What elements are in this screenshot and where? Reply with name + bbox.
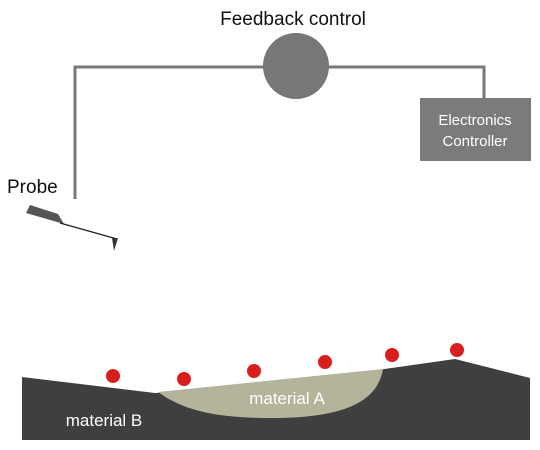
wire-right — [328, 65, 486, 98]
atom-dot-icon — [450, 343, 464, 357]
atom-dot-icon — [318, 355, 332, 369]
atom-dot-icon — [106, 369, 120, 383]
atom-dot-icon — [247, 364, 261, 378]
material-a-region — [158, 369, 383, 419]
probe-tip — [112, 238, 118, 251]
electronics-controller: Electronics Controller — [420, 98, 531, 161]
feedback-node-icon — [263, 33, 329, 99]
surface-atoms — [106, 343, 464, 386]
probe-holder — [26, 205, 64, 224]
material-a-label: material A — [249, 389, 325, 408]
cantilever-beam — [59, 222, 118, 240]
probe-label: Probe — [7, 177, 58, 198]
material-b-label: material B — [66, 411, 143, 430]
controller-label-line2: Controller — [442, 133, 507, 150]
controller-box — [420, 98, 531, 161]
controller-label-line1: Electronics — [438, 112, 511, 129]
atom-dot-icon — [385, 348, 399, 362]
feedback-wires — [73, 65, 486, 199]
feedback-control-title: Feedback control — [220, 9, 366, 30]
wire-left — [73, 65, 265, 199]
atom-dot-icon — [177, 372, 191, 386]
probe-cantilever-icon — [26, 205, 118, 251]
